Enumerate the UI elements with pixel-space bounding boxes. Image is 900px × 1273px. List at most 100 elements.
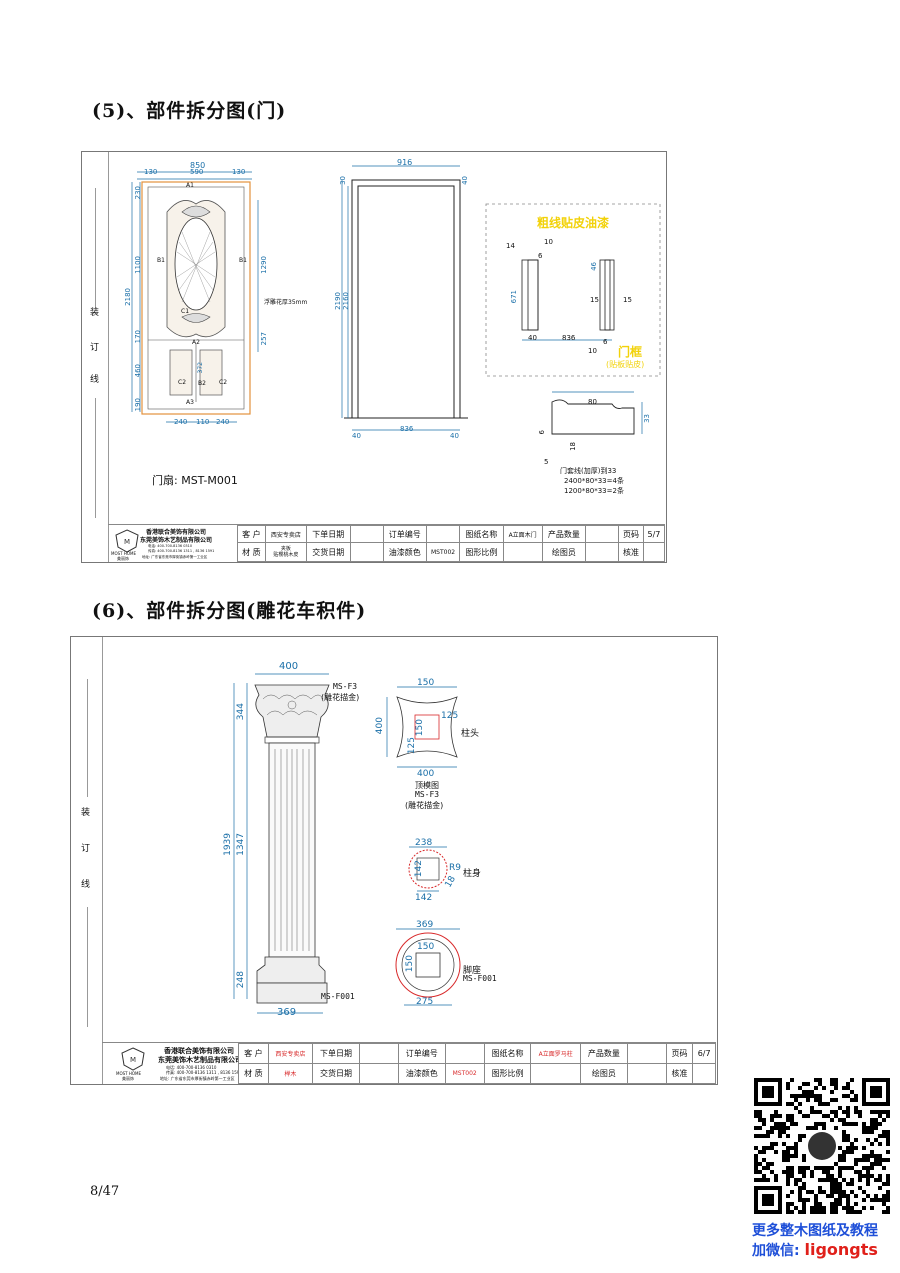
dim-label: 40 bbox=[461, 176, 469, 185]
casing-line: 2400*80*33=4条 bbox=[564, 477, 624, 485]
tb-cell: 油漆颜色 bbox=[397, 1063, 446, 1084]
dim-label: 400 bbox=[279, 661, 299, 672]
brand-cn: 美丽饰 bbox=[117, 556, 129, 561]
dim-label: 150 bbox=[405, 955, 415, 973]
dim-label: 836 bbox=[400, 425, 414, 433]
tb-cell: 订单编号 bbox=[382, 524, 428, 544]
tb-cell: 材 质 bbox=[237, 542, 266, 562]
dim-label: 125 bbox=[407, 737, 417, 755]
dim-label: 40 bbox=[528, 334, 537, 342]
dim-label: 2160 bbox=[342, 292, 350, 310]
tb-cell: 客 户 bbox=[238, 1043, 269, 1064]
door-caption: 门扇: MST-M001 bbox=[152, 474, 238, 487]
tb-cell: 图纸名称 bbox=[459, 524, 504, 544]
dim-label: 18 bbox=[569, 442, 577, 451]
tb-cell: 夹板 贴樱桃木皮 bbox=[264, 542, 307, 562]
dim-label: 142 bbox=[414, 860, 424, 878]
binding-char: 订 bbox=[81, 844, 91, 854]
part-label: A1 bbox=[186, 182, 194, 189]
tb-cell: 客 户 bbox=[237, 524, 266, 544]
carved-oval bbox=[174, 217, 218, 311]
tb-cell: 西安专卖店 bbox=[264, 524, 307, 544]
capital-caption: MS-F3 bbox=[415, 790, 440, 799]
dim-label: 1347 bbox=[236, 833, 246, 856]
frame-sublabel: (贴板贴皮) bbox=[606, 360, 645, 369]
tb-cell: 下单日期 bbox=[312, 1043, 360, 1064]
capital-plan bbox=[396, 696, 458, 758]
company-tel: 电话: 400-700-8136 0310 bbox=[148, 544, 193, 548]
tb-cell bbox=[502, 542, 543, 562]
shaft-section bbox=[408, 849, 448, 889]
tb-cell: MST002 bbox=[426, 542, 461, 562]
company-address: 地址: 广东省东莞市厚街镇赤岭第一工业区 bbox=[160, 1076, 235, 1081]
dim-label: 369 bbox=[277, 1007, 297, 1018]
drawing-sheet-door: 装 订 线 bbox=[81, 151, 667, 563]
dim-label: 1100 bbox=[134, 256, 142, 274]
tb-cell: 图形比例 bbox=[483, 1063, 532, 1084]
tb-cell: 交货日期 bbox=[305, 542, 351, 562]
dim-label: 836 bbox=[562, 334, 576, 342]
company-address: 地址: 广东省东莞市厚街镇赤岭第一工业区 bbox=[142, 555, 208, 559]
dim-label: 10 bbox=[588, 347, 597, 355]
dim-label: 369 bbox=[416, 920, 434, 930]
tb-cell bbox=[349, 542, 384, 562]
column-label: (雕花描金) bbox=[321, 693, 360, 702]
company-fax: 传真: 400-700-8136 1311 , 8136 1591 bbox=[166, 1070, 242, 1075]
company-tel: 电话: 400-700-8136 0310 bbox=[166, 1065, 217, 1070]
dim-label: 6 bbox=[538, 252, 543, 260]
dim-label: 150 bbox=[417, 942, 435, 952]
tb-cell: A立面罗马柱 bbox=[530, 1043, 581, 1064]
tb-cell: 交货日期 bbox=[312, 1063, 360, 1084]
tb-cell bbox=[358, 1043, 399, 1064]
tb-cell bbox=[444, 1043, 485, 1064]
tb-cell: 图纸名称 bbox=[483, 1043, 532, 1064]
dim-label: 238 bbox=[415, 838, 433, 848]
tb-cell: 油漆颜色 bbox=[382, 542, 428, 562]
tb-cell bbox=[626, 1063, 667, 1084]
lower-panel-left bbox=[169, 349, 193, 396]
binding-char: 装 bbox=[90, 308, 100, 318]
dim-label: 400 bbox=[417, 769, 435, 779]
brand-cn: 美丽饰 bbox=[122, 1076, 134, 1081]
tb-cell: 西安专卖店 bbox=[267, 1043, 314, 1064]
dim-label: 2190 bbox=[334, 292, 342, 310]
dim-label: 850 bbox=[190, 161, 206, 170]
dim-label: 130 bbox=[144, 168, 158, 176]
tb-cell: 绘图员 bbox=[579, 1063, 628, 1084]
dim-label: 40 bbox=[450, 432, 459, 440]
tb-cell bbox=[530, 1063, 581, 1084]
part-label: C2 bbox=[219, 379, 228, 386]
company-name: 东莞美饰木艺制品有限公司 bbox=[158, 1056, 242, 1064]
base-label: 脚座 bbox=[463, 966, 482, 976]
dim-label: 10 bbox=[544, 238, 553, 246]
dim-label: 275 bbox=[416, 997, 434, 1007]
dim-label: 248 bbox=[236, 971, 246, 989]
door-note: 浮雕花厚35mm bbox=[264, 299, 308, 306]
tb-cell: 绘图员 bbox=[541, 542, 587, 562]
tb-cell: 材 质 bbox=[238, 1063, 269, 1084]
title-block-table: 客 户 西安专卖店 下单日期 订单编号 图纸名称 A立面罗马柱 产品数量 页码 … bbox=[238, 1043, 716, 1084]
dim-label: 460 bbox=[134, 364, 142, 378]
brand-name: MOST HOME bbox=[111, 551, 136, 556]
qr-code bbox=[754, 1078, 890, 1214]
tb-cell bbox=[358, 1063, 399, 1084]
dim-label: 40 bbox=[352, 432, 361, 440]
column-label: MS-F3 bbox=[333, 682, 358, 691]
dim-label: 190 bbox=[134, 398, 142, 412]
part-label: B1 bbox=[239, 257, 247, 264]
dim-label: 590 bbox=[190, 168, 204, 176]
dim-label: 372 bbox=[197, 362, 204, 374]
casing-label: 门套线(加厚)到33 bbox=[560, 467, 617, 475]
dim-label: 80 bbox=[588, 398, 597, 406]
svg-text:M: M bbox=[130, 1056, 136, 1064]
title-block: M MOST HOME 美丽饰 香港联合美饰有限公司 东莞美饰木艺制品有限公司 … bbox=[108, 524, 666, 562]
column-drawing bbox=[233, 673, 461, 1014]
title-block: M MOST HOME 美丽饰 香港联合美饰有限公司 东莞美饰木艺制品有限公司 … bbox=[102, 1042, 716, 1084]
dim-label: 30 bbox=[339, 176, 347, 185]
detail-title: 粗线贴皮油漆 bbox=[537, 216, 610, 230]
binding-char: 线 bbox=[81, 880, 91, 890]
company-fax: 传真: 400-700-8136 1311 , 8136 1591 bbox=[148, 549, 215, 553]
tb-cell: 5/7 bbox=[642, 524, 666, 544]
dim-label: 150 bbox=[417, 678, 435, 688]
company-name: 香港联合美饰有限公司 bbox=[146, 529, 207, 536]
